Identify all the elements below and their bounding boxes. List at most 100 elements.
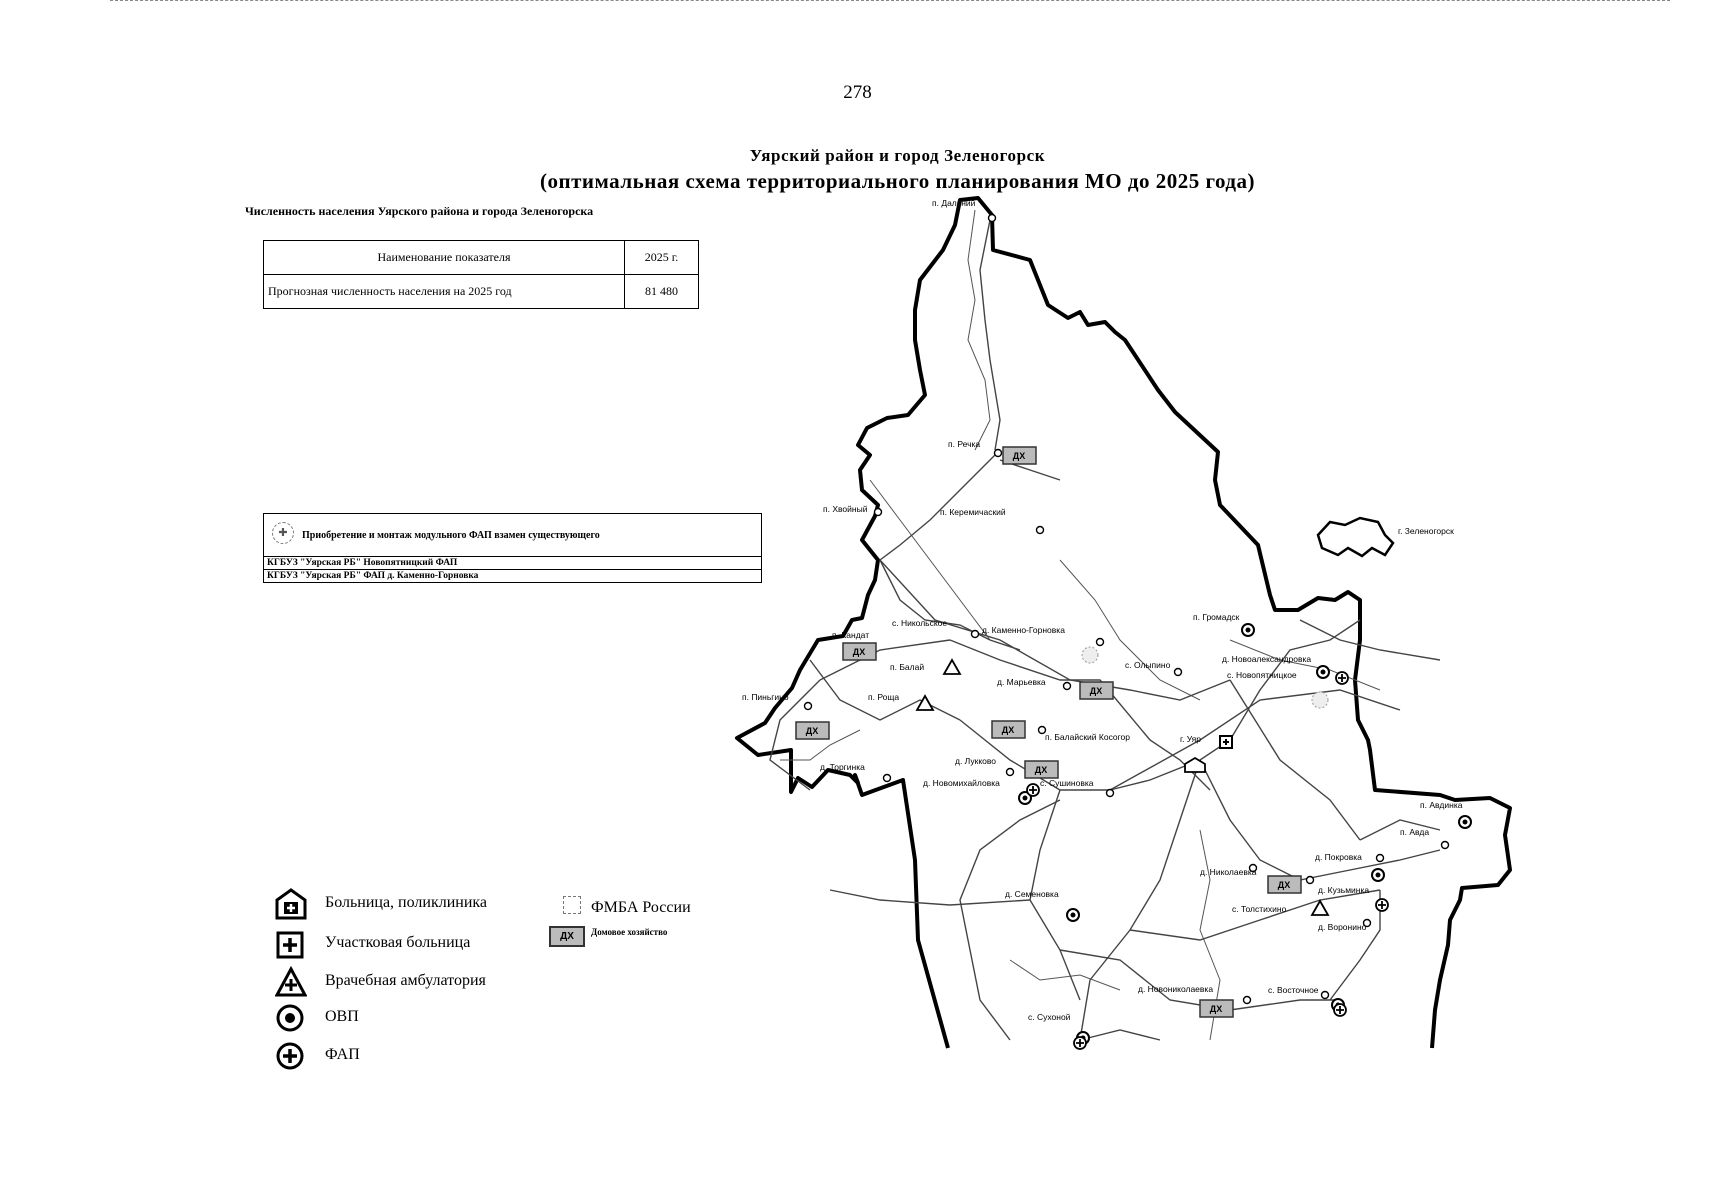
- home-badge: ДХ: [1079, 681, 1114, 700]
- district-boundary: [735, 196, 1512, 1049]
- place-label: п. Авдинка: [1420, 800, 1463, 810]
- home-badge-text: ДХ: [1002, 725, 1014, 735]
- legend-ovp-label: ОВП: [325, 1008, 359, 1025]
- home-badge: ДХ: [1199, 999, 1234, 1018]
- ambulatory-marker: [942, 658, 962, 675]
- place-label: д. Торгинка: [820, 762, 865, 772]
- legend-hospital-label: Больница, поликлиника: [325, 894, 488, 911]
- hospital-icon: [275, 888, 307, 920]
- place-label: п. Авда: [1400, 827, 1429, 837]
- home-badge: ДХ: [795, 721, 830, 740]
- fap-icon: [1026, 783, 1040, 797]
- place-label: п. Речка: [948, 439, 980, 449]
- place-label: с. Новопятницкое: [1227, 670, 1297, 680]
- legend-home-label: Домовое хозяйство: [591, 927, 668, 937]
- home-badge: ДХ: [842, 642, 877, 661]
- population-header-row: Наименование показателя 2025 г.: [263, 240, 699, 275]
- place-label: д. Кузьминка: [1318, 885, 1369, 895]
- place-label: с. Олыпино: [1125, 660, 1171, 670]
- place-label: п. Громадск: [1193, 612, 1240, 622]
- settlement-markers: [803, 213, 1450, 1005]
- fap-icon: [1073, 1036, 1087, 1050]
- population-row-name: Прогнозная численность населения на 2025…: [263, 274, 625, 309]
- fap-table-header-text: Приобретение и монтаж модульного ФАП вза…: [302, 529, 600, 541]
- fap-markers: [1026, 671, 1389, 1050]
- fap-table-header: ✚ Приобретение и монтаж модульного ФАП в…: [263, 513, 762, 557]
- ovp-icon: [1458, 815, 1472, 829]
- place-label: п. Кандат: [832, 630, 869, 640]
- fap-table: ✚ Приобретение и монтаж модульного ФАП в…: [263, 513, 762, 583]
- place-label: д. Лукково: [955, 756, 996, 766]
- population-data-row: Прогнозная численность населения на 2025…: [263, 274, 699, 309]
- place-label: с. Сушиновка: [1040, 778, 1094, 788]
- home-badge: ДХ: [1267, 875, 1302, 894]
- rivers: [780, 209, 1381, 1041]
- place-label: п. Керемичаский: [940, 507, 1006, 517]
- hospital-marker: [1184, 756, 1206, 773]
- fap-icon: [1335, 671, 1349, 685]
- home-badge-text: ДХ: [1210, 1004, 1222, 1014]
- fmba-icon: [563, 896, 581, 914]
- ovp-icon: [1018, 791, 1032, 805]
- ovp-icon: [1371, 868, 1385, 882]
- population-table: Наименование показателя 2025 г. Прогнозн…: [263, 240, 699, 309]
- legend-fap-label: ФАП: [325, 1046, 360, 1063]
- place-label: г. Зеленогорск: [1398, 526, 1454, 536]
- ambulatory-icon: [275, 966, 307, 997]
- place-label: с. Никольское: [892, 618, 947, 628]
- home-badge: ДХ: [991, 720, 1026, 739]
- modular-fap-marker: [1081, 646, 1099, 664]
- place-label: п. Дальний: [932, 198, 976, 208]
- home-badge-text: ДХ: [1035, 765, 1047, 775]
- place-label: д. Семеновка: [1005, 889, 1059, 899]
- ovp-icon: [1241, 623, 1255, 637]
- ambulatory-marker: [1310, 899, 1330, 916]
- population-header-year: 2025 г.: [624, 240, 699, 275]
- home-badge-text: ДХ: [1090, 686, 1102, 696]
- place-label: п. Пиньгино: [742, 692, 789, 702]
- fap-table-row-2: КГБУЗ "Уярская РБ" ФАП д. Каменно-Горнов…: [263, 569, 762, 583]
- home-badge-text: ДХ: [853, 647, 865, 657]
- home-badge-text: ДХ: [1278, 880, 1290, 890]
- zelenogorsk-boundary: [1316, 516, 1395, 558]
- place-labels: п. Дальний п. Речка п. Хвойный п. Кереми…: [742, 198, 1463, 1022]
- district-hospital-marker: [1219, 735, 1233, 749]
- place-label: п. Балай: [890, 662, 924, 672]
- home-badges: ДХ ДХ ДХ ДХ ДХ ДХ ДХ ДХ: [795, 446, 1302, 1018]
- place-label: с. Толстихино: [1232, 904, 1287, 914]
- place-label: д. Новониколаевка: [1138, 984, 1213, 994]
- place-label: п. Хвойный: [823, 504, 868, 514]
- page-number: 278: [843, 82, 872, 103]
- legend-ambulatory-label: Врачебная амбулатория: [325, 972, 486, 989]
- fap-icon: [1333, 1003, 1347, 1017]
- place-label: д. Николаевка: [1200, 867, 1257, 877]
- district-hospital-icon: [276, 931, 304, 959]
- place-label: п. Балайский Косогор: [1045, 732, 1130, 742]
- fap-icon: [1375, 898, 1389, 912]
- population-header-name: Наименование показателя: [263, 240, 625, 275]
- home-badge-text: ДХ: [806, 726, 818, 736]
- fap-icon: [276, 1042, 304, 1070]
- home-badge: ДХ: [1024, 760, 1059, 779]
- legend-fmba: ФМБА России: [563, 896, 691, 917]
- legend-fmba-label: ФМБА России: [591, 899, 691, 916]
- place-label: д. Новоалександровка: [1222, 654, 1311, 664]
- home-badge-text: ДХ: [1013, 451, 1025, 461]
- population-row-value: 81 480: [624, 274, 699, 309]
- home-badge: ДХ: [1002, 446, 1037, 465]
- ovp-icon: [1066, 908, 1080, 922]
- place-label: д. Воронино: [1318, 922, 1367, 932]
- population-caption: Численность населения Уярского района и …: [245, 204, 594, 218]
- place-label: г. Уяр: [1180, 734, 1201, 744]
- ovp-icon: [1316, 665, 1330, 679]
- page-top-border: [110, 0, 1670, 1]
- legend-home: ДХ Домовое хозяйство: [549, 926, 667, 947]
- modular-fap-icon: ✚: [272, 522, 294, 544]
- place-label: д. Покровка: [1315, 852, 1362, 862]
- place-label: д. Каменно-Горновка: [982, 625, 1065, 635]
- home-badge-icon: ДХ: [549, 926, 585, 947]
- fap-table-row: КГБУЗ "Уярская РБ" ФАП д. Каменно-Горнов…: [263, 569, 762, 583]
- map-title: Уярский район и город Зеленогорск: [749, 146, 1046, 165]
- place-label: п. Роща: [868, 692, 899, 702]
